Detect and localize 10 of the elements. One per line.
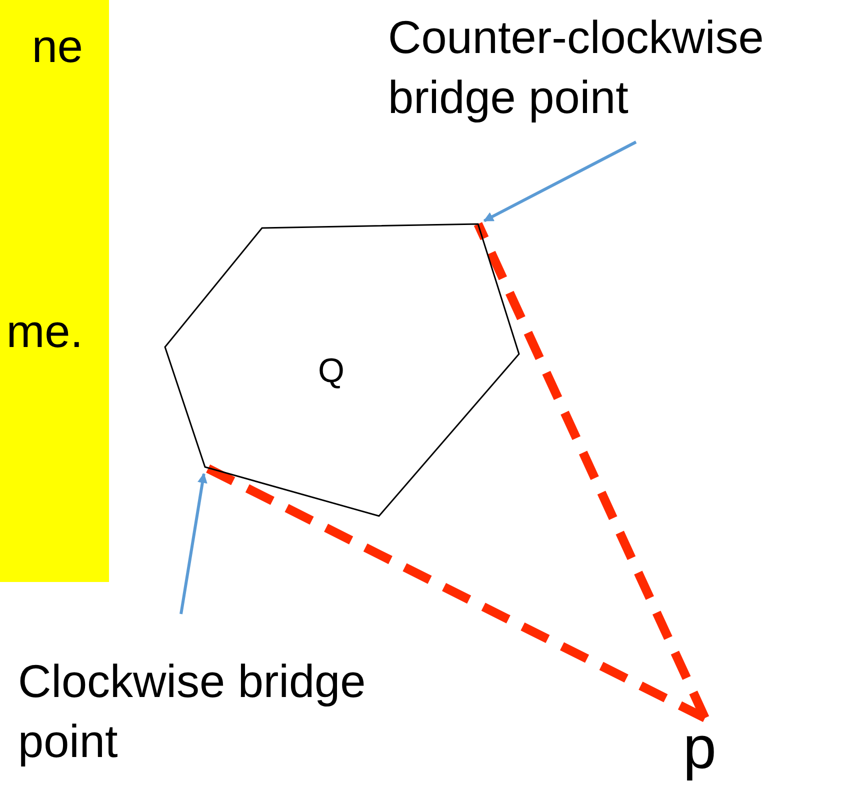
leader-arrow	[180, 472, 208, 614]
point-label: p	[683, 718, 718, 778]
note-text: me.	[6, 305, 83, 358]
callout-label: Counter-clockwise bridge point	[388, 10, 765, 125]
polygon-label: Q	[318, 352, 344, 392]
callout-label: Clockwise bridge point	[18, 654, 367, 769]
note-text: ne	[32, 20, 83, 73]
note-panel	[0, 0, 109, 582]
leader-arrow	[483, 140, 637, 222]
dashed-line	[474, 222, 710, 720]
